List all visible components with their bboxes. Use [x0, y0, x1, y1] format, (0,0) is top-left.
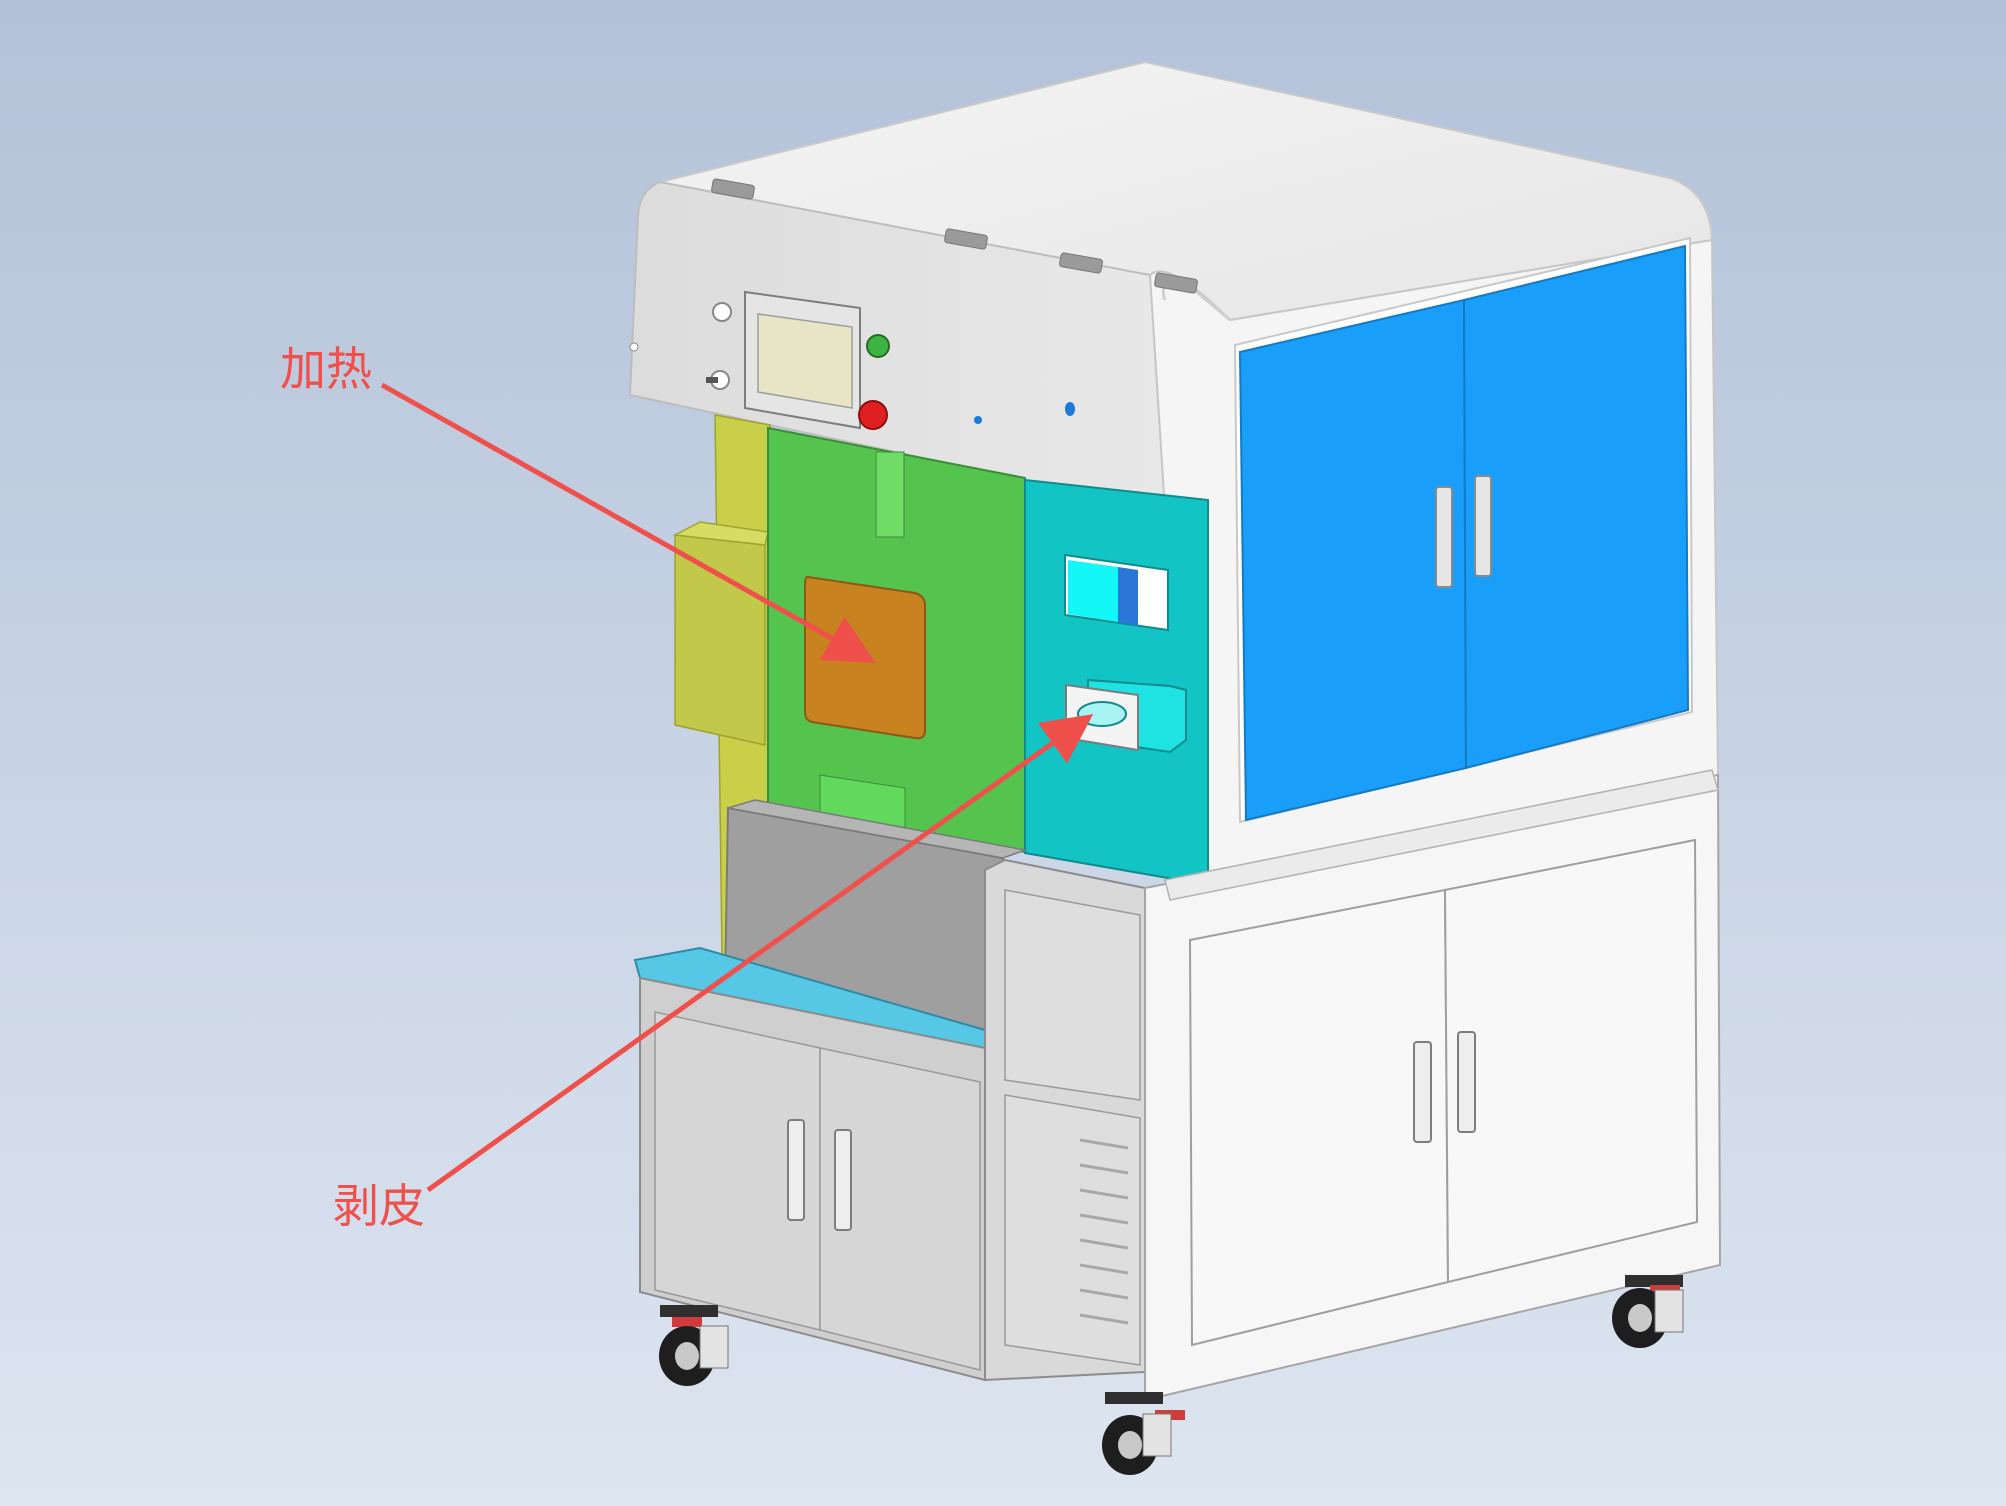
- stripping-arrow: [426, 714, 1094, 1193]
- hinge: [711, 178, 755, 200]
- door-handle-left: [1435, 486, 1453, 588]
- door-handle-right: [1474, 475, 1492, 577]
- emergency-stop-icon: [858, 400, 888, 430]
- lower-right-door-right: [1443, 838, 1699, 1284]
- caster-wheel: [1102, 1392, 1185, 1475]
- hinge: [1154, 272, 1198, 294]
- blue-door-right: [1462, 244, 1690, 770]
- stripping-label: 剥皮: [333, 1179, 425, 1233]
- side-panel-yellow-box: [674, 534, 766, 746]
- hinge: [1059, 252, 1103, 274]
- annotation-arrows: [380, 382, 1094, 1193]
- heating-arrow: [380, 382, 876, 663]
- screw-icon: [629, 342, 639, 352]
- upper-blue-doors: [1233, 236, 1694, 824]
- casters: [659, 1275, 1684, 1475]
- lower-right-cabinet: [1144, 769, 1722, 1402]
- blue-door-left: [1238, 298, 1468, 822]
- caster-wheel: [1612, 1275, 1684, 1348]
- lower-right-handle: [1457, 1031, 1476, 1133]
- heating-label: 加热: [280, 342, 372, 396]
- process-modules: [672, 414, 1209, 966]
- indicator-light-icon: [974, 416, 982, 424]
- lower-left-door-right: [819, 1047, 981, 1371]
- lower-right-door-left: [1188, 888, 1450, 1347]
- lower-left-handle: [834, 1129, 852, 1231]
- stripping-window-blue: [1118, 567, 1138, 626]
- lower-right-top-edge: [1164, 769, 1719, 901]
- middle-column-upper-panel: [1004, 889, 1141, 1101]
- heating-module-rail: [875, 451, 905, 538]
- start-button-icon: [866, 334, 890, 358]
- lower-left-cabinet: [633, 799, 1146, 1382]
- caster-wheel: [659, 1305, 729, 1386]
- indicator-light-icon: [1065, 402, 1075, 416]
- stripping-window-cyan: [1068, 560, 1118, 622]
- key-switch-handle: [706, 377, 718, 383]
- lower-right-handle: [1413, 1041, 1432, 1143]
- lower-left-handle: [787, 1119, 805, 1221]
- hinge: [944, 228, 988, 250]
- selector-switch-icon: [712, 302, 732, 322]
- hmi-screen: [757, 313, 853, 409]
- vent-slots: [1079, 1138, 1129, 1325]
- middle-column-lower-panel: [1004, 1094, 1141, 1366]
